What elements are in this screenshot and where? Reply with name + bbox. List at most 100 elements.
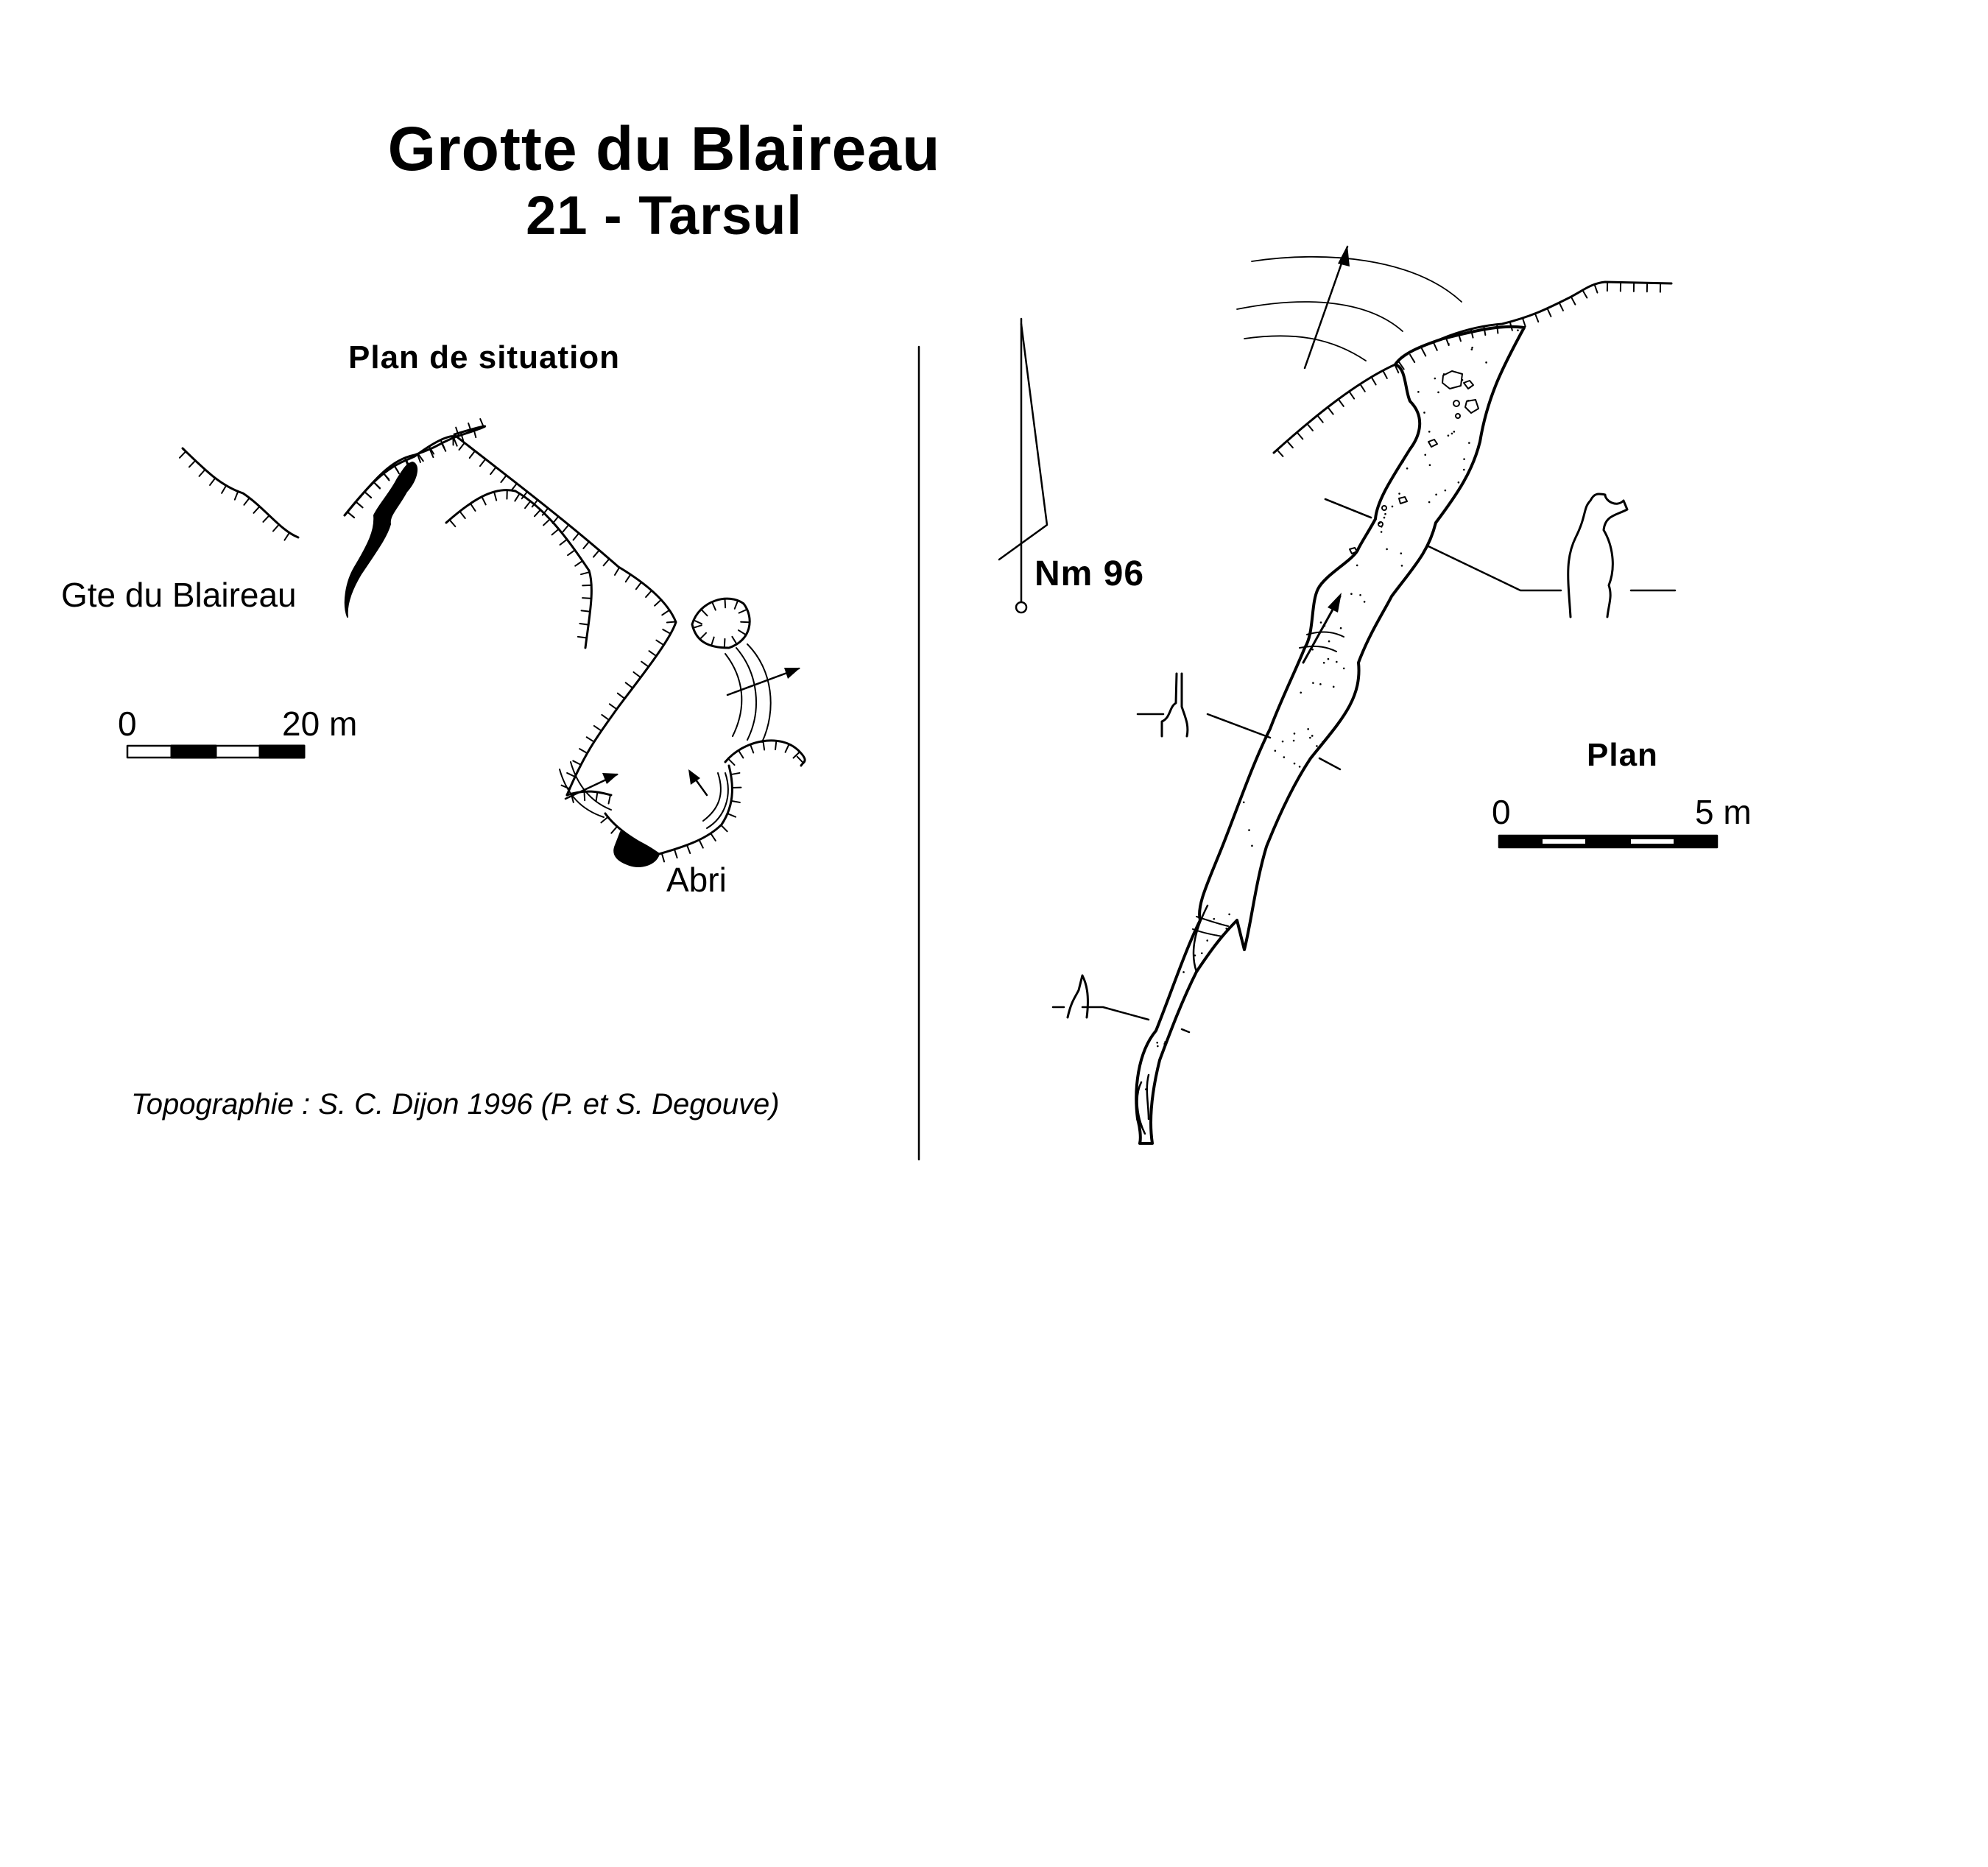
sediment-dot <box>1400 552 1403 555</box>
sediment-dot <box>1398 493 1400 495</box>
cave-gallery-outline <box>1135 325 1526 1145</box>
cliff-ticks <box>448 489 593 639</box>
sediment-dot <box>1359 593 1361 596</box>
sediment-dot <box>1336 660 1338 663</box>
sediment-dot <box>1447 434 1450 437</box>
sediment-dot <box>1463 458 1465 460</box>
situation-scale-end: 20 m <box>282 705 358 743</box>
cross-section-2 <box>1160 672 1189 738</box>
sediment-dot <box>1157 1045 1159 1048</box>
sediment-dot <box>1428 501 1431 504</box>
sediment-dot <box>1327 657 1330 660</box>
sediment-dot <box>1328 640 1330 643</box>
arrow-head-icon <box>1328 593 1342 613</box>
scale-bar-situation <box>126 744 306 759</box>
stream-channel <box>1136 904 1209 1135</box>
sediment-dot <box>1437 391 1439 394</box>
north-arrow-icon <box>998 317 1048 614</box>
sediment-dot <box>1311 648 1314 651</box>
section-line-2 <box>1136 713 1342 771</box>
sediment-dot <box>1213 917 1216 920</box>
sediment-dot <box>1406 467 1409 470</box>
cave-label: Gte du Blaireau <box>61 576 297 614</box>
sediment-dot <box>1453 431 1456 433</box>
sediment-dot <box>1292 739 1295 742</box>
sediment-dot <box>1383 516 1386 519</box>
cliff-ticks <box>178 451 291 541</box>
sediment-dot <box>1400 565 1403 567</box>
sediment-dot <box>1225 928 1228 930</box>
sediment-dot <box>1363 601 1366 603</box>
sediment-dot <box>1356 564 1358 567</box>
situation-map-heading: Plan de situation <box>348 339 621 375</box>
sediment-dot <box>1163 1042 1166 1045</box>
section-line-1 <box>1324 498 1677 592</box>
sediment-dot <box>1293 733 1296 735</box>
sediment-dot <box>1380 526 1383 528</box>
page-title: Grotte du Blaireau <box>387 114 941 183</box>
plan-scale-end: 5 m <box>1695 793 1752 831</box>
abri-footprint <box>613 831 660 867</box>
sediment-dot <box>1164 1041 1166 1043</box>
sediment-dot <box>1391 505 1394 508</box>
sediment-dot <box>1429 536 1432 539</box>
sediment-dot <box>1322 741 1324 744</box>
sediment-dot <box>1428 464 1431 467</box>
sediment-dot <box>1283 756 1286 758</box>
sediment-dot <box>1442 373 1445 375</box>
cliff-ticks <box>692 598 751 649</box>
sediment-dot <box>1461 378 1464 381</box>
exterior-arrow <box>1303 245 1349 370</box>
sediment-dot <box>1311 735 1314 737</box>
situation-scale-start: 0 <box>118 705 137 743</box>
sediment-dot <box>1200 952 1203 955</box>
sediment-dot <box>1251 844 1253 847</box>
sediment-dot <box>1451 432 1453 435</box>
cliff-line-inner <box>445 489 593 649</box>
sediment-dot <box>1298 766 1301 768</box>
arrow-head-icon <box>1338 245 1350 267</box>
cliff-ticks <box>346 437 677 790</box>
sediment-dot <box>1384 512 1386 515</box>
sediment-dot <box>1228 913 1230 916</box>
sediment-dot <box>1185 990 1188 992</box>
cliff-ticks <box>1397 281 1662 370</box>
sediment-dot <box>1402 460 1404 463</box>
sediment-dot <box>1485 361 1487 364</box>
cross-section-1 <box>1567 493 1629 618</box>
sediment-dot <box>1378 522 1381 525</box>
sediment-dot <box>1471 346 1473 349</box>
sediment-dots <box>1145 327 1524 1090</box>
sediment-dot <box>1156 1042 1158 1044</box>
cliff-ticks <box>570 791 611 805</box>
sediment-dot <box>1293 762 1296 765</box>
slope-arcs-west <box>559 761 612 818</box>
sediment-dot <box>1435 493 1437 496</box>
cliff-line-west <box>181 447 300 539</box>
sediment-dot <box>1350 593 1353 596</box>
sediment-dot <box>1417 391 1420 393</box>
slope-arcs-east <box>725 643 772 743</box>
sediment-dot <box>1182 971 1185 973</box>
slope-arcs-abri <box>702 772 729 829</box>
cave-footprint <box>344 462 418 618</box>
sediment-dot <box>1274 749 1277 752</box>
sediment-dot <box>1457 481 1460 484</box>
sediment-dot <box>1386 548 1388 551</box>
shelter-label: Abri <box>666 861 727 899</box>
sediment-dot <box>1242 801 1245 804</box>
sediment-dot <box>1342 667 1345 670</box>
sediment-dot <box>1248 829 1250 831</box>
cliff-line-southeast <box>724 739 806 767</box>
sediment-dot <box>1316 745 1318 747</box>
sediment-dot <box>1470 348 1473 350</box>
section-line-3 <box>1051 1006 1191 1034</box>
exterior-contours <box>1236 255 1462 361</box>
plan-scale-start: 0 <box>1492 793 1511 831</box>
cliff-line-sw <box>565 790 613 797</box>
sediment-dot <box>1319 621 1322 624</box>
sediment-dot <box>1444 489 1447 492</box>
arrow-head-icon <box>784 668 800 679</box>
